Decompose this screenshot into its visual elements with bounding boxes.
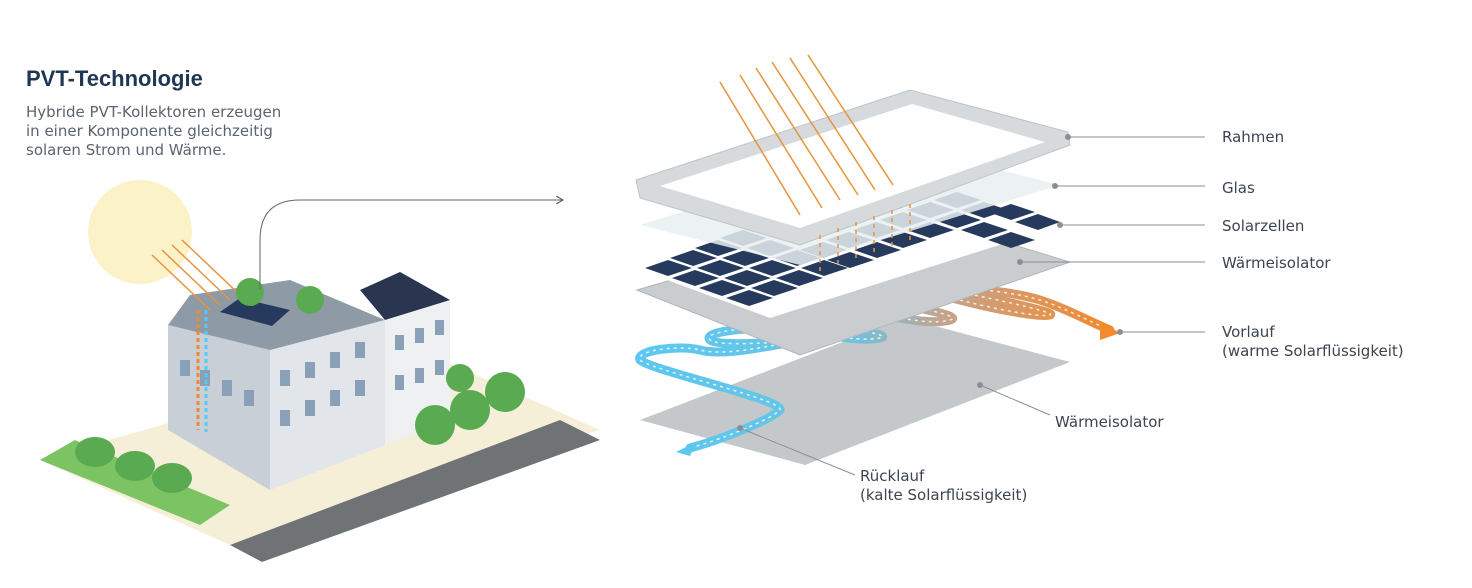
- inflow-arrow-icon: [676, 442, 696, 456]
- label-ruecklauf: Rücklauf (kalte Solarflüssigkeit): [860, 467, 1027, 505]
- roof-solar-panels: [220, 298, 290, 326]
- subtitle: Hybride PVT-Kollektoren erzeugen in eine…: [26, 103, 386, 160]
- windows: [180, 320, 444, 426]
- page-title: PVT-Technologie: [26, 66, 203, 91]
- house-scene: [40, 180, 600, 562]
- subtitle-line: solaren Strom und Wärme.: [26, 141, 227, 159]
- ruecklauf-title: Rücklauf: [860, 467, 925, 485]
- label-vorlauf: Vorlauf (warme Solarflüssigkeit): [1222, 323, 1404, 361]
- sun-rays-house: [151, 239, 241, 311]
- label-glas: Glas: [1222, 179, 1255, 197]
- label-waermeisolator-top: Wärmeisolator: [1222, 254, 1331, 272]
- sun-icon: [88, 180, 192, 284]
- hedge: [75, 437, 192, 493]
- vorlauf-title: Vorlauf: [1222, 323, 1275, 341]
- frame-inner: [660, 104, 1045, 228]
- ruecklauf-subtitle: (kalte Solarflüssigkeit): [860, 486, 1028, 504]
- outflow-arrow-icon: [1100, 322, 1120, 340]
- road: [230, 420, 600, 562]
- rear-building-roof: [360, 272, 450, 320]
- subtitle-line: in einer Komponente gleichzeitig: [26, 122, 273, 140]
- leader-lines: [737, 134, 1205, 476]
- dashed-rays: [819, 204, 911, 275]
- zoom-connector: [259, 200, 562, 290]
- building-left-face: [168, 325, 270, 490]
- label-waermeisolator-bottom: Wärmeisolator: [1055, 413, 1164, 431]
- trees: [236, 278, 525, 445]
- pvt-module: [635, 54, 1120, 465]
- sun-rays-panel: [719, 54, 894, 216]
- vorlauf-subtitle: (warme Solarflüssigkeit): [1222, 342, 1404, 360]
- label-rahmen: Rahmen: [1222, 128, 1285, 146]
- subtitle-line: Hybride PVT-Kollektoren erzeugen: [26, 103, 282, 121]
- label-solarzellen: Solarzellen: [1222, 217, 1305, 235]
- building-right-face: [270, 320, 385, 490]
